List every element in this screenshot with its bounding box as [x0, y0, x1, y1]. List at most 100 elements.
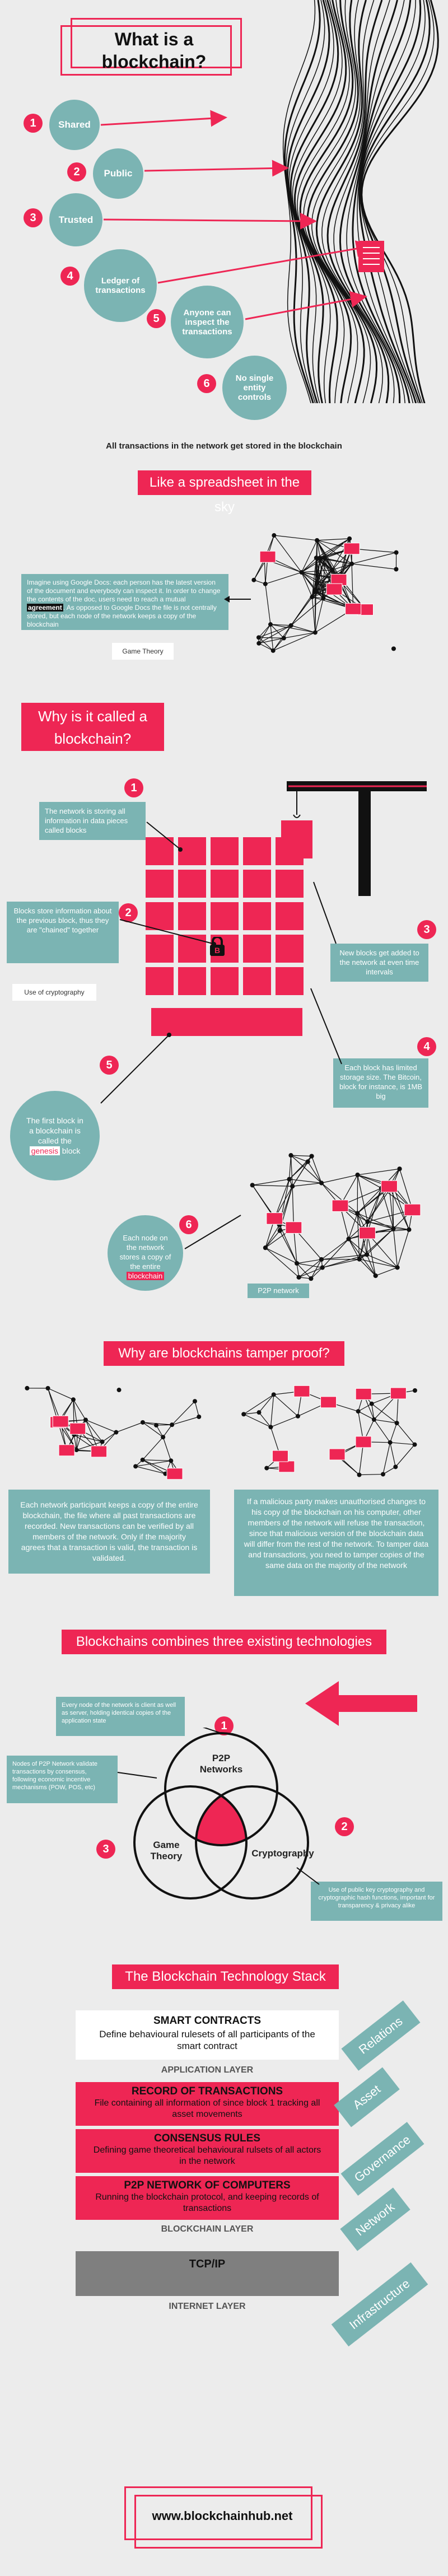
chain-block	[211, 837, 239, 865]
caption-all-transactions: All transactions in the network get stor…	[106, 441, 342, 451]
stack-record: RECORD OF TRANSACTIONS File containing a…	[76, 2082, 339, 2126]
why-number-6: 6	[179, 1215, 198, 1234]
bubble-ledger: Ledger of transactions	[84, 249, 157, 322]
why-text-3: New blocks get added to the network at e…	[330, 944, 428, 982]
bubble-public: Public	[93, 148, 143, 199]
stack-tcpip: TCP/IP	[76, 2251, 339, 2296]
agreement-highlight: agreement	[27, 604, 63, 612]
title-frame-back	[60, 25, 232, 76]
network-graph-spreadsheet	[251, 533, 399, 653]
block-grid	[146, 837, 325, 1000]
bubble-anyone: Anyone can inspect the transactions	[171, 286, 244, 358]
banner-combines: Blockchains combines three existing tech…	[62, 1630, 386, 1654]
spreadsheet-text-box: Imagine using Google Docs: each person h…	[21, 574, 228, 630]
smart-contracts-text: Define behavioural rulesets of all parti…	[99, 2029, 315, 2051]
chain-block	[276, 902, 304, 930]
chain-block	[146, 870, 174, 898]
record-title: RECORD OF TRANSACTIONS	[131, 2085, 283, 2097]
why-text-2: Blocks store information about the previ…	[7, 902, 119, 963]
banner-why: Why is it called a blockchain?	[21, 703, 164, 751]
chain-block	[178, 967, 206, 995]
bubble-no-single: No single entity controls	[222, 356, 287, 420]
chain-block	[211, 902, 239, 930]
number-badge-4: 4	[60, 267, 80, 286]
chain-block	[146, 967, 174, 995]
record-text: File containing all information of since…	[94, 2098, 320, 2119]
spreadsheet-text-end: . As opposed to Google Docs the file is …	[27, 604, 217, 628]
banner-spreadsheet: Like a spreadsheet in the sky	[138, 470, 311, 515]
arrows-properties	[100, 110, 384, 320]
chain-block	[276, 935, 304, 963]
number-badge-1: 1	[24, 114, 43, 133]
footer-url-link[interactable]: www.blockchainhub.net	[152, 2509, 293, 2523]
number-badge-2: 2	[67, 162, 86, 181]
arrow-spreadsheet	[224, 596, 251, 603]
number-badge-3: 3	[24, 208, 43, 227]
internet-layer-label: INTERNET LAYER	[169, 2302, 246, 2311]
why-text-1: The network is storing all information i…	[39, 802, 146, 840]
page-title-line2: blockchain?	[101, 52, 207, 72]
p2p-text: Running the blockchain protocol, and kee…	[95, 2192, 319, 2213]
banner-why-line2: blockchain?	[54, 730, 132, 747]
chain-block	[178, 902, 206, 930]
tech-note-3: Nodes of P2P Network validate transactio…	[7, 1756, 118, 1803]
chain-block	[146, 837, 174, 865]
bubble-trusted: Trusted	[49, 193, 102, 246]
network-graph-tamper-right	[241, 1385, 417, 1477]
wave-mesh-illustration	[282, 0, 439, 403]
genesis-tag: genesis	[29, 1146, 60, 1155]
chain-block	[243, 902, 271, 930]
chain-block	[243, 935, 271, 963]
why-text-5: The first block in a blockchain is calle…	[10, 1091, 100, 1180]
smart-contracts-title: SMART CONTRACTS	[153, 2015, 262, 2027]
why-number-5: 5	[100, 1056, 119, 1075]
chain-block	[146, 902, 174, 930]
chain-block	[178, 837, 206, 865]
network-graph-why	[250, 1153, 421, 1281]
tamper-text-left: Each network participant keeps a copy of…	[8, 1490, 210, 1574]
chain-block	[243, 967, 271, 995]
consensus-title: CONSENSUS RULES	[153, 2132, 261, 2144]
tcpip-title: TCP/IP	[189, 2258, 226, 2270]
venn-label-game-theory: Game Theory	[150, 1840, 183, 1861]
padlock-letter: B	[214, 946, 221, 955]
tech-note-2: Use of public key cryptography and crypt…	[311, 1882, 442, 1921]
crane-illustration	[281, 781, 427, 896]
why-number-2: 2	[119, 903, 138, 922]
consensus-text: Defining game theoretical behavioural ru…	[93, 2145, 321, 2166]
why-text-6-start: Each node on the network stores a copy o…	[119, 1234, 171, 1271]
tag-network: Network	[340, 2187, 410, 2251]
why-text-5-start: The first block in a blockchain is calle…	[26, 1116, 83, 1145]
tag-asset: Asset	[334, 2067, 400, 2127]
blockchain-layer-label: BLOCKCHAIN LAYER	[161, 2224, 254, 2234]
stack-smart-contracts: SMART CONTRACTS Define behavioural rules…	[76, 2010, 339, 2060]
stack-consensus: CONSENSUS RULES Defining game theoretica…	[76, 2129, 339, 2173]
page-title: What is a blockchain?	[84, 28, 224, 73]
why-number-1: 1	[124, 778, 143, 797]
why-number-4: 4	[417, 1037, 436, 1056]
venn-label-cryptography: Cryptography	[251, 1848, 314, 1859]
bubble-shared: Shared	[49, 100, 100, 150]
number-badge-6: 6	[197, 374, 216, 393]
tag-relations: Relations	[341, 2000, 421, 2071]
chain-block	[243, 837, 271, 865]
chain-block	[146, 935, 174, 963]
why-text-5-end: block	[59, 1146, 81, 1155]
tamper-text-right: If a malicious party makes unauthorised …	[234, 1490, 438, 1596]
tag-infrastructure: Infrastructure	[331, 2262, 428, 2347]
blockchain-tag: blockchain	[126, 1272, 165, 1280]
p2p-network-tag: P2P network	[248, 1284, 309, 1298]
chain-block	[276, 967, 304, 995]
why-text-6: Each node on the network stores a copy o…	[108, 1215, 183, 1291]
title-frame-front	[71, 18, 242, 68]
padlock-icon: B	[207, 936, 227, 956]
why-number-3: 3	[417, 920, 436, 939]
why-text-4: Each block has limited storage size. The…	[333, 1058, 428, 1108]
tech-number-2: 2	[335, 1817, 354, 1836]
venn-diagram	[117, 1728, 320, 1900]
cryptography-tag: Use of cryptography	[12, 984, 96, 1001]
why-connectors	[100, 822, 342, 1249]
chain-block	[211, 870, 239, 898]
footer-frame-back	[124, 2486, 312, 2540]
banner-why-line1: Why is it called a	[38, 708, 148, 725]
